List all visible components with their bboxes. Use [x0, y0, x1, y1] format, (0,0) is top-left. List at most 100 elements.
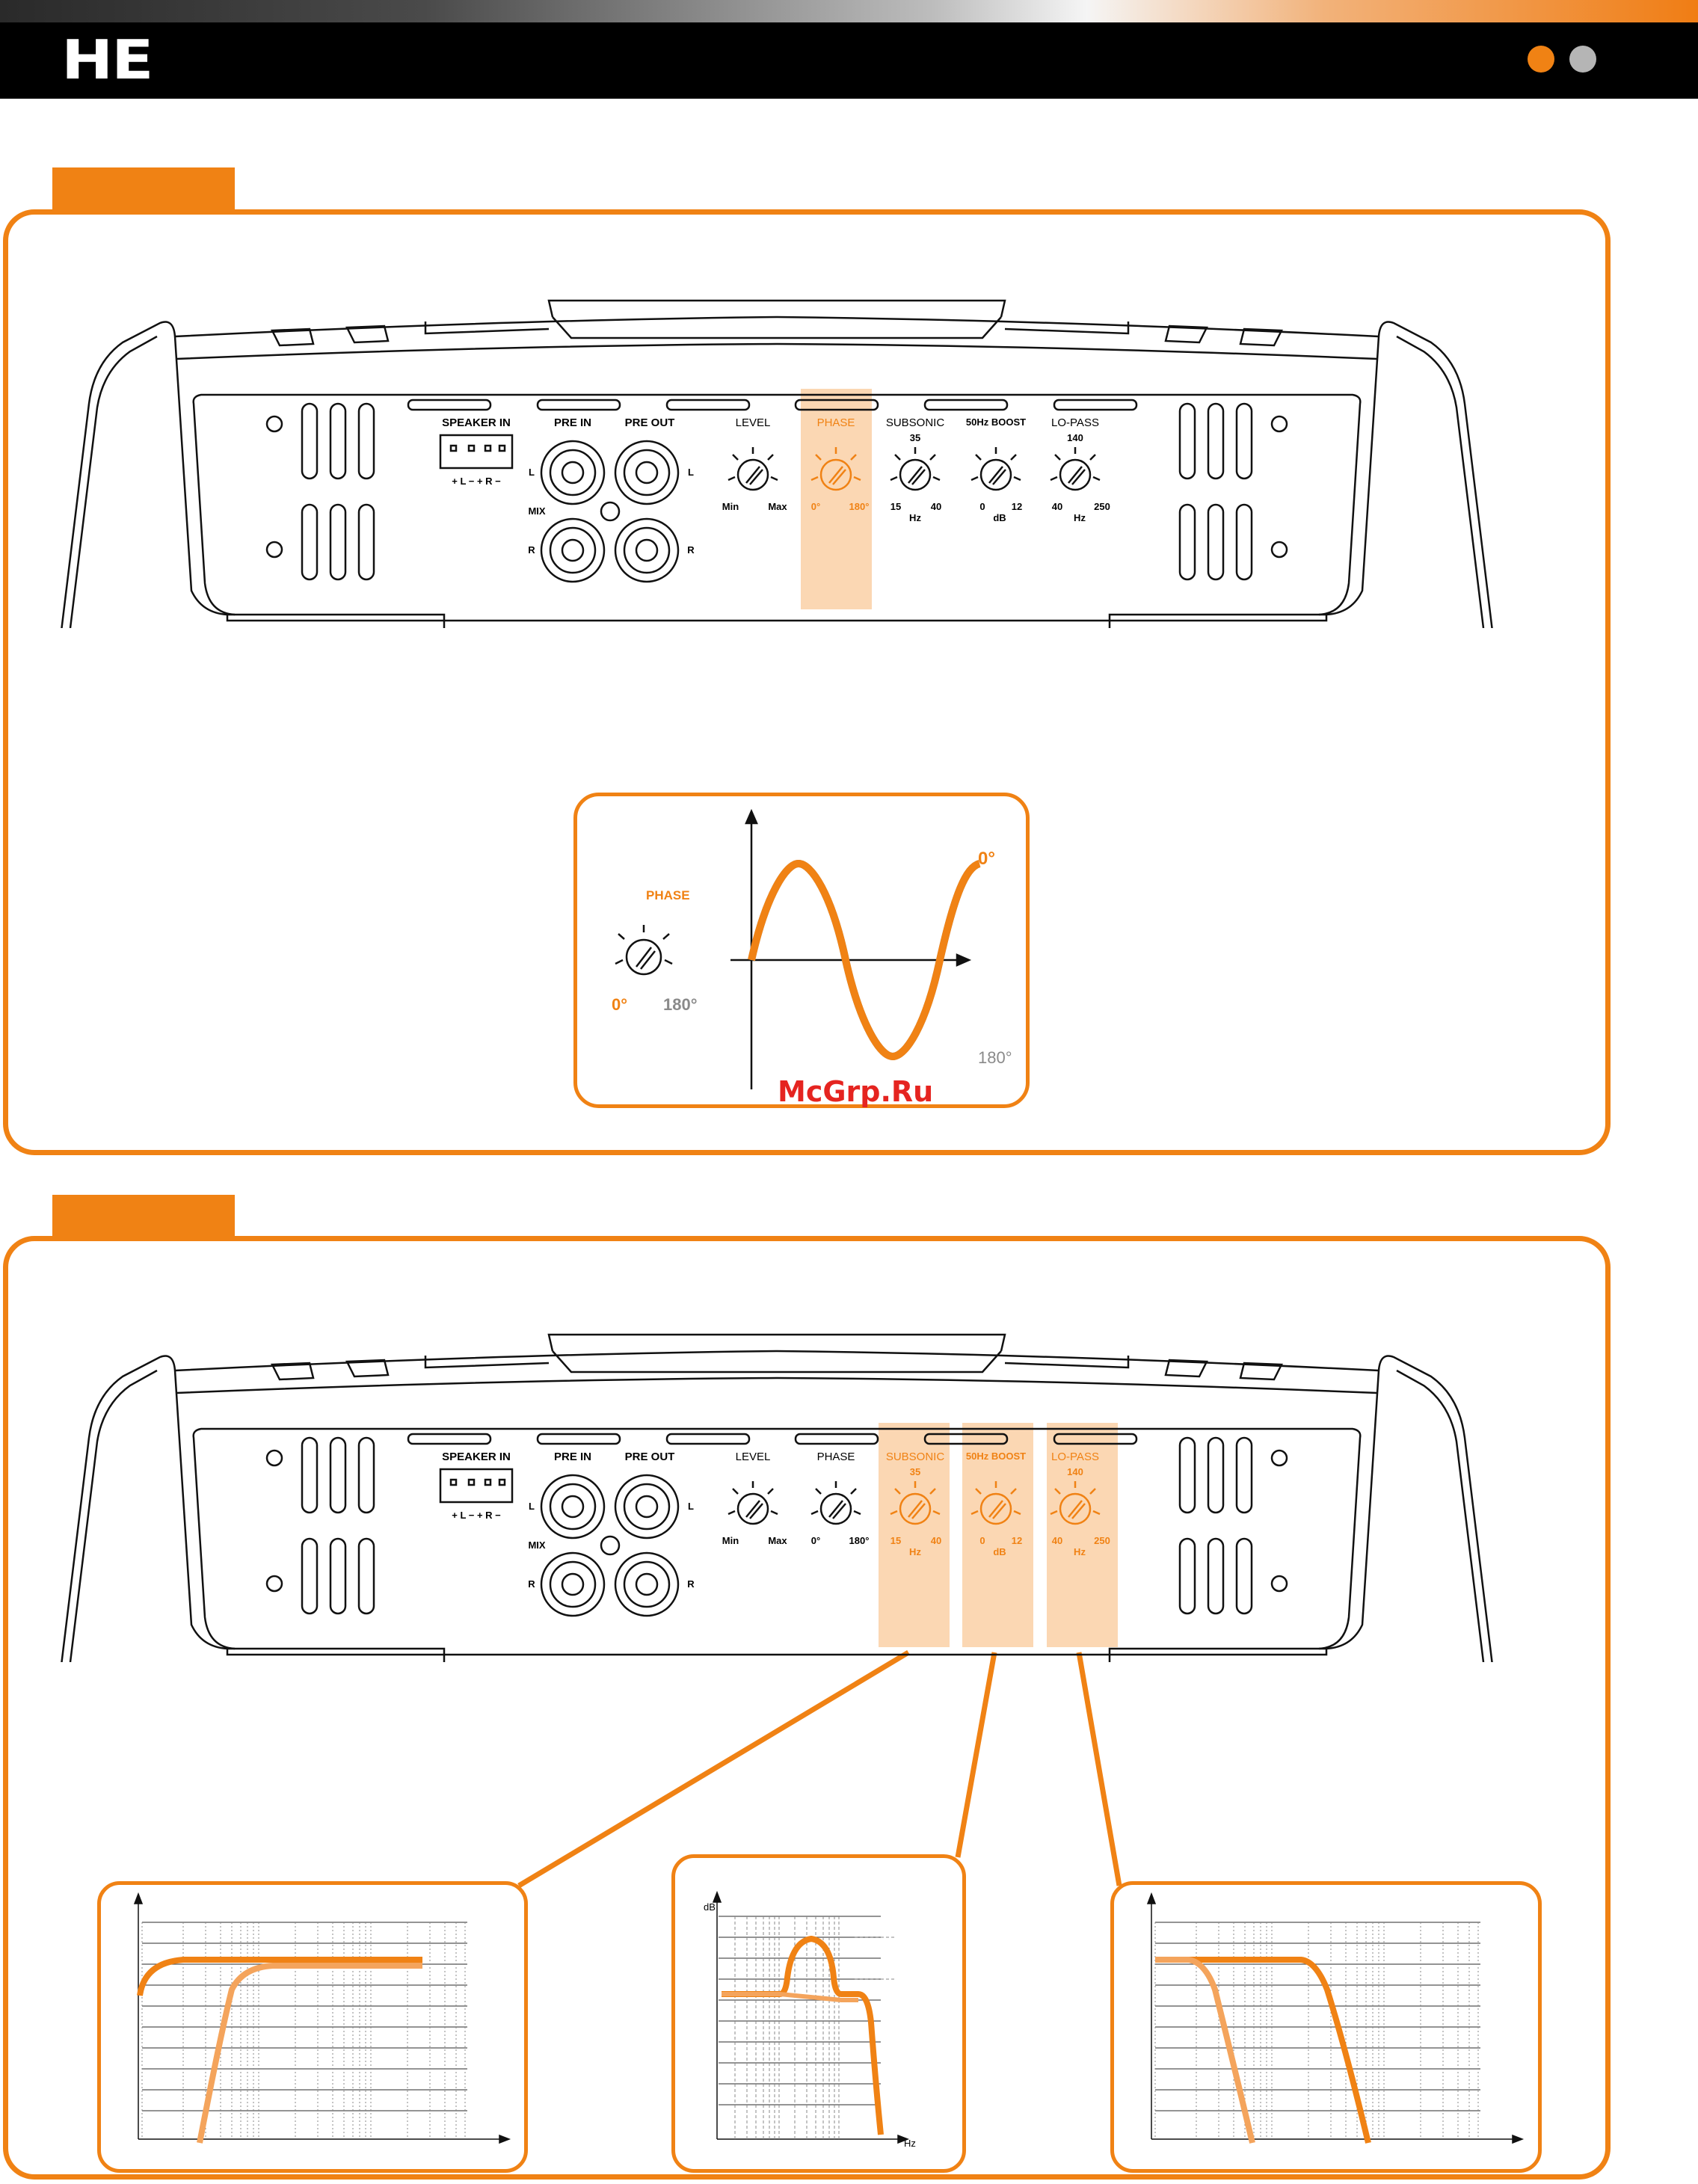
- page-dot-inactive[interactable]: [1569, 46, 1596, 73]
- pre-out-label: PRE OUT: [624, 1451, 675, 1463]
- boost-unit-label: dB: [993, 1546, 1006, 1557]
- lopass-max-label: 250: [1094, 501, 1110, 512]
- level-min-label: Min: [722, 501, 739, 512]
- phase-label: PHASE: [816, 1451, 855, 1463]
- subsonic-unit-label: Hz: [909, 512, 921, 523]
- subsonic-curve-low: [197, 1963, 422, 2144]
- lopass-min-label: 40: [1051, 1535, 1063, 1546]
- pre-out-right-label: R: [687, 544, 695, 556]
- phase-180-label: 180°: [849, 1535, 870, 1546]
- phase-diagram-0-label: 0°: [612, 995, 628, 1014]
- boost-response-graph: dB Hz: [671, 1854, 966, 2173]
- watermark-text: McGrp.Ru: [778, 1075, 934, 1108]
- pre-in-label: PRE IN: [553, 416, 592, 429]
- amplifier-panel-1: SPEAKER IN + L − + R − PRE IN PRE OUT L …: [55, 292, 1498, 628]
- phase-180-label: 180°: [849, 501, 870, 512]
- pre-in-right-label: R: [528, 544, 535, 556]
- section-1-tab: [52, 167, 235, 211]
- level-label: LEVEL: [735, 1451, 771, 1463]
- phase-knob-highlighted: [810, 447, 861, 491]
- amplifier-body: [61, 299, 1493, 628]
- subsonic-graph-svg: [133, 1892, 511, 2144]
- speaker-in-label: SPEAKER IN: [442, 1451, 511, 1463]
- subsonic-curve-high: [137, 1957, 422, 1996]
- subsonic-label: SUBSONIC: [885, 416, 945, 429]
- subsonic-highlight: [879, 1423, 950, 1647]
- level-min-label: Min: [722, 1535, 739, 1546]
- amplifier-panel-2: SPEAKER IN + L − + R − PRE IN PRE OUT L …: [55, 1326, 1498, 1662]
- pre-in-label: PRE IN: [553, 1451, 592, 1463]
- speaker-terminals-label: + L − + R −: [452, 1510, 501, 1521]
- phase-diagram-title: PHASE: [646, 888, 690, 902]
- lopass-mid-label: 140: [1067, 432, 1083, 443]
- speaker-in-label: SPEAKER IN: [442, 416, 511, 429]
- pre-out-left-label: L: [688, 1501, 694, 1512]
- lopass-graph-svg: [1146, 1892, 1525, 2144]
- phase-0-label: 0°: [810, 1535, 821, 1546]
- boost-curve-flat: [722, 1992, 858, 2002]
- wave-180-label: 180°: [978, 1048, 1012, 1067]
- boost-max-label: 12: [1011, 501, 1023, 512]
- boost-label: 50Hz BOOST: [965, 1451, 1027, 1462]
- phase-0-label: 0°: [810, 501, 821, 512]
- phase-waveform-graphic: [615, 808, 981, 1089]
- pre-in-right-label: R: [528, 1578, 535, 1590]
- lopass-highlight: [1047, 1423, 1118, 1647]
- boost-y-unit: dB: [704, 1901, 716, 1913]
- phase-highlight: [801, 389, 872, 609]
- subsonic-max-label: 40: [930, 501, 942, 512]
- boost-x-unit: Hz: [904, 2138, 916, 2149]
- lopass-max-label: 250: [1094, 1535, 1110, 1546]
- boost-label: 50Hz BOOST: [965, 416, 1027, 428]
- page-dot-active[interactable]: [1528, 46, 1554, 73]
- mix-label: MIX: [528, 505, 546, 517]
- lopass-mid-label: 140: [1067, 1466, 1083, 1477]
- brand-logo: HE: [61, 28, 154, 91]
- subsonic-min-label: 15: [890, 1535, 902, 1546]
- lopass-label: LO-PASS: [1051, 416, 1099, 429]
- speaker-terminals-label: + L − + R −: [452, 476, 501, 487]
- header-gradient-strip: [0, 0, 1698, 22]
- lopass-label: LO-PASS: [1051, 1451, 1099, 1463]
- subsonic-mid-label: 35: [909, 1466, 921, 1477]
- lopass-unit-label: Hz: [1074, 512, 1086, 523]
- level-max-label: Max: [768, 1535, 787, 1546]
- subsonic-mid-label: 35: [909, 432, 921, 443]
- header-bar: HE: [0, 0, 1698, 99]
- pre-in-left-label: L: [529, 467, 535, 478]
- waveform-axes: [730, 808, 972, 1089]
- subsonic-max-label: 40: [930, 1535, 942, 1546]
- phase-diagram-box: PHASE 0° 180° 0° 180°: [573, 793, 1030, 1108]
- section-2-tab: [52, 1195, 235, 1238]
- boost-min-label: 0: [979, 1535, 985, 1546]
- phase-label: PHASE: [816, 416, 855, 429]
- subsonic-response-graph: [97, 1881, 528, 2173]
- pre-out-label: PRE OUT: [624, 416, 675, 429]
- amplifier-body: [61, 1333, 1493, 1662]
- lopass-response-graph: [1110, 1881, 1542, 2173]
- mix-label: MIX: [528, 1539, 546, 1551]
- phase-knob-icon: [615, 925, 673, 976]
- phase-diagram-180-label: 180°: [663, 995, 698, 1014]
- subsonic-label: SUBSONIC: [885, 1451, 945, 1463]
- lopass-curve-high: [1155, 1957, 1371, 2144]
- subsonic-min-label: 15: [890, 501, 902, 512]
- lopass-unit-label: Hz: [1074, 1546, 1086, 1557]
- boost-graph-svg: [712, 1890, 910, 2144]
- level-label: LEVEL: [735, 416, 771, 429]
- pre-in-left-label: L: [529, 1501, 535, 1512]
- lopass-curve-low: [1155, 1957, 1255, 2144]
- wave-0-label: 0°: [978, 849, 995, 869]
- boost-max-label: 12: [1011, 1535, 1023, 1546]
- lopass-min-label: 40: [1051, 501, 1063, 512]
- wave-0-line: [748, 859, 981, 1061]
- boost-min-label: 0: [979, 501, 985, 512]
- level-max-label: Max: [768, 501, 787, 512]
- boost-unit-label: dB: [993, 512, 1006, 523]
- boost-highlight: [962, 1423, 1033, 1647]
- subsonic-unit-label: Hz: [909, 1546, 921, 1557]
- pre-out-left-label: L: [688, 467, 694, 478]
- boost-curve-on: [722, 1935, 884, 2135]
- pre-out-right-label: R: [687, 1578, 695, 1590]
